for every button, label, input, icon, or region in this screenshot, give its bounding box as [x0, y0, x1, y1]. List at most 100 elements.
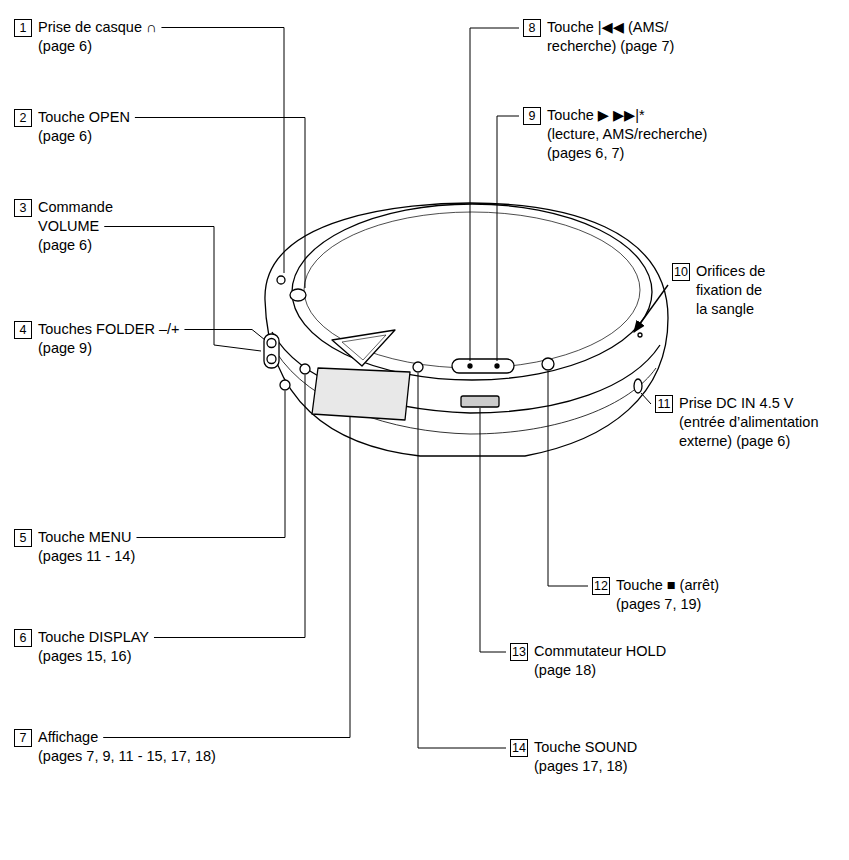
callout-number: 5 — [14, 529, 32, 547]
dc-jack — [634, 379, 642, 393]
part-label: Touche DISPLAY (pages 15, 16) — [38, 628, 149, 666]
menu-button — [280, 380, 290, 390]
callout-number: 1 — [14, 19, 32, 37]
part-label: Commutateur HOLD (page 18) — [534, 642, 666, 680]
label-line: fixation de — [696, 281, 762, 300]
stop-button — [542, 358, 554, 370]
headphone-jack — [277, 276, 285, 284]
part-label: Prise de casque ∩ (page 6) — [38, 18, 156, 56]
hold-switch — [461, 396, 499, 407]
label-line: (page 6) — [38, 37, 92, 56]
callout: 4 Touches FOLDER –/+ (page 9) — [14, 320, 179, 358]
label-line: (pages 15, 16) — [38, 647, 132, 666]
callout-number: 14 — [510, 739, 528, 757]
label-line: (page 9) — [38, 339, 92, 358]
strap-hole — [638, 333, 642, 337]
part-label: Touche OPEN (page 6) — [38, 108, 130, 146]
callout-number: 7 — [14, 729, 32, 747]
part-label: Touche ▶ ▶▶|* (lecture, AMS/recherche) (… — [547, 106, 707, 163]
label-line: VOLUME — [38, 217, 99, 236]
label-line: Touche SOUND — [534, 738, 637, 757]
leader-line — [103, 417, 350, 738]
callout: 14 Touche SOUND (pages 17, 18) — [510, 738, 637, 776]
label-line: (pages 7, 9, 11 - 15, 17, 18) — [38, 747, 216, 766]
label-line: Touche MENU — [38, 528, 131, 547]
part-label: Touche |◀◀ (AMS/ recherche) (page 7) — [547, 18, 674, 56]
leader-line — [480, 408, 506, 652]
lid-inner — [304, 212, 640, 368]
callout: 11 Prise DC IN 4.5 V (entrée d’alimentati… — [655, 394, 818, 451]
part-label: Affichage (pages 7, 9, 11 - 15, 17, 18) — [38, 728, 216, 766]
ams-button — [452, 359, 514, 373]
label-line: (pages 7, 19) — [616, 595, 701, 614]
callout-number: 6 — [14, 629, 32, 647]
label-line: Touche ■ (arrêt) — [616, 576, 719, 595]
part-label: Touche SOUND (pages 17, 18) — [534, 738, 637, 776]
callout-number: 13 — [510, 643, 528, 661]
lid-window-inner — [342, 335, 386, 360]
callout: 2 Touche OPEN (page 6) — [14, 108, 130, 146]
callout: 9 Touche ▶ ▶▶|* (lecture, AMS/recherche) … — [523, 106, 707, 163]
callout-number: 4 — [14, 321, 32, 339]
callout-number: 11 — [655, 395, 673, 413]
label-line: (lecture, AMS/recherche) — [547, 125, 707, 144]
ams-dot — [468, 364, 472, 368]
label-line: (pages 17, 18) — [534, 757, 628, 776]
part-label: Touches FOLDER –/+ (page 9) — [38, 320, 179, 358]
callout-number: 12 — [592, 577, 610, 595]
label-line: (pages 11 - 14) — [38, 547, 135, 566]
leader-line — [184, 330, 265, 341]
volume-control — [264, 334, 279, 368]
callout-number: 3 — [14, 199, 32, 217]
display-button — [300, 364, 310, 374]
label-line: Touche |◀◀ (AMS/ — [547, 18, 668, 37]
callout-number: 8 — [523, 19, 541, 37]
pointer-arrow — [634, 285, 668, 332]
label-line: Affichage — [38, 728, 98, 747]
callout-number: 2 — [14, 109, 32, 127]
leader-line — [161, 28, 284, 274]
ams-dot — [495, 364, 499, 368]
label-line: Prise DC IN 4.5 V — [679, 394, 793, 413]
player-body — [265, 203, 668, 456]
label-line: Touches FOLDER –/+ — [38, 320, 179, 339]
callout: 7 Affichage (pages 7, 9, 11 - 15, 17, 18) — [14, 728, 216, 766]
label-line: Prise de casque ∩ — [38, 18, 156, 37]
label-line: externe) (page 6) — [679, 432, 790, 451]
label-line: Touche ▶ ▶▶|* — [547, 106, 645, 125]
callout-number: 9 — [523, 107, 541, 125]
part-label: Touche ■ (arrêt) (pages 7, 19) — [616, 576, 719, 614]
folder-button — [267, 339, 276, 348]
callout: 10Orifices de fixation de la sangle — [672, 262, 765, 319]
display-window — [312, 368, 410, 420]
label-line: Touche OPEN — [38, 108, 130, 127]
callout: 13 Commutateur HOLD (page 18) — [510, 642, 666, 680]
label-line: la sangle — [696, 300, 754, 319]
callout: 12 Touche ■ (arrêt) (pages 7, 19) — [592, 576, 719, 614]
callout: 6 Touche DISPLAY (pages 15, 16) — [14, 628, 149, 666]
callout: 3 Commande VOLUME (page 6) — [14, 198, 113, 255]
label-line: (entrée d’alimentation — [679, 413, 818, 432]
part-label: Orifices de fixation de la sangle — [696, 262, 765, 319]
label-line: (page 6) — [38, 236, 92, 255]
label-line: (page 6) — [38, 127, 92, 146]
label-line: Commutateur HOLD — [534, 642, 666, 661]
lid-window — [332, 330, 395, 366]
callout: 8 Touche |◀◀ (AMS/ recherche) (page 7) — [523, 18, 674, 56]
label-line: Orifices de — [696, 262, 765, 281]
label-line: Touche DISPLAY — [38, 628, 149, 647]
label-line: recherche) (page 7) — [547, 37, 674, 56]
leader-line — [470, 28, 519, 361]
leader-line — [641, 393, 651, 404]
leader-line — [418, 373, 506, 748]
part-label: Touche MENU (pages 11 - 14) — [38, 528, 135, 566]
callout: 1 Prise de casque ∩ (page 6) — [14, 18, 156, 56]
leader-line — [497, 116, 519, 361]
lid — [292, 204, 652, 380]
front-edge-lower — [276, 352, 656, 434]
callout: 5 Touche MENU (pages 11 - 14) — [14, 528, 135, 566]
part-label: Prise DC IN 4.5 V (entrée d’alimentation… — [679, 394, 818, 451]
leader-line — [548, 371, 588, 586]
label-line: Commande — [38, 198, 113, 217]
folder-button — [267, 355, 276, 364]
